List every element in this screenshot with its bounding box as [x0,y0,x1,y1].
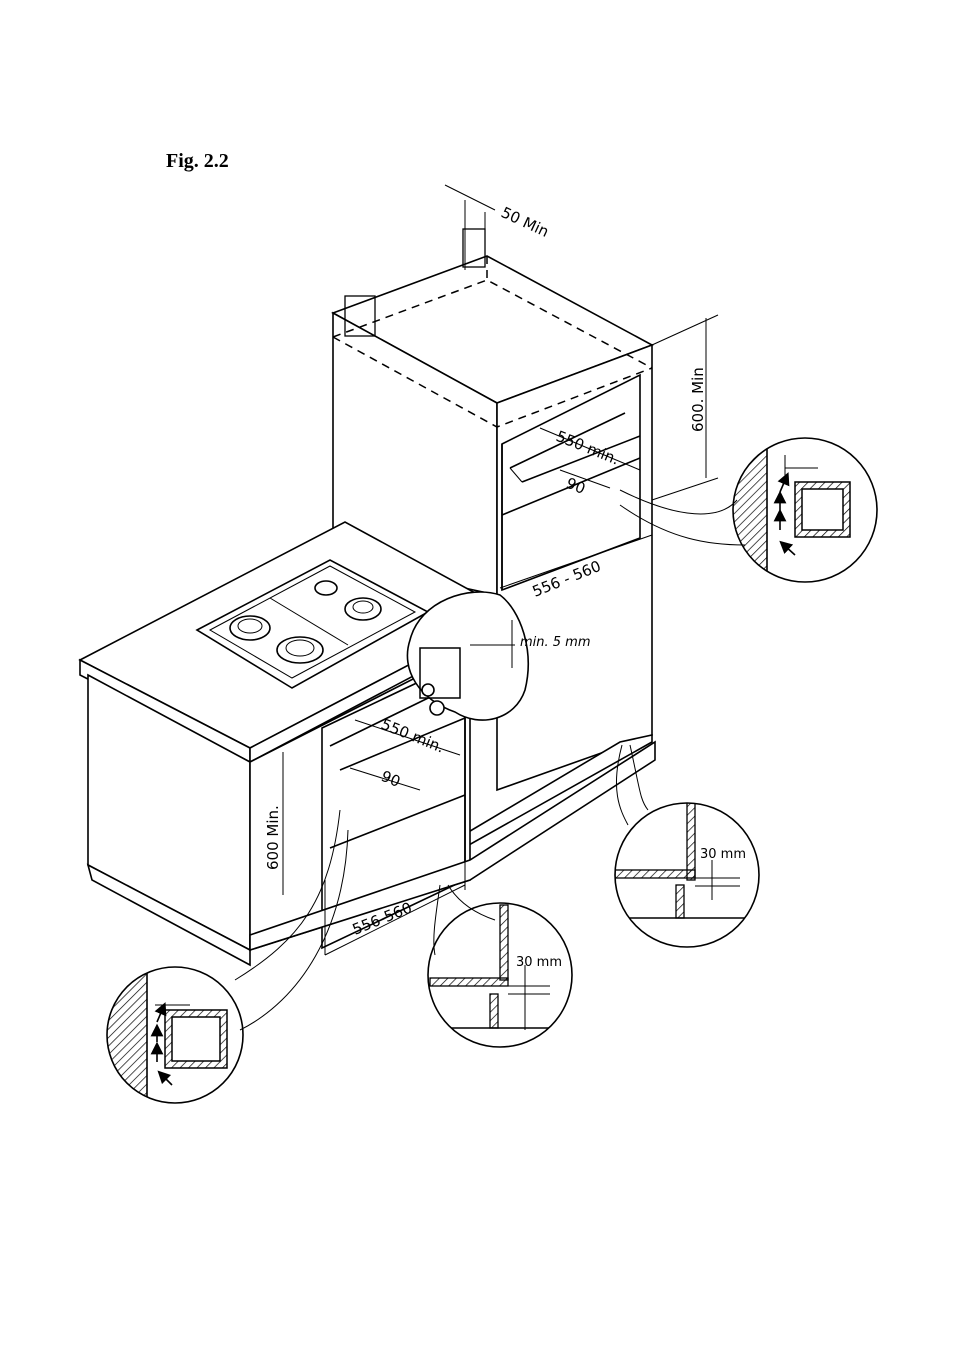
base-vent-label: 90 [379,767,403,791]
hob-gap-label: min. 5 mm [520,635,591,650]
plinth-detail-right: 30 mm [614,744,760,948]
top-clearance-label: 50 Min [498,203,551,241]
plinth-gap-left-label: 30 mm [516,955,562,970]
column-height-label: 600. Min [689,367,707,432]
vent-detail-base [106,809,349,1104]
burner-front-left [276,636,324,664]
tall-column-cabinet [331,255,654,792]
base-height-label: 600 Min. [264,805,282,870]
vent-detail-column [619,437,878,583]
burner-rear-right [314,580,338,596]
burner-rear-left [229,615,271,641]
burner-front-right [344,597,382,621]
plinth-gap-right-label: 30 mm [700,847,746,862]
plinth-detail-left: 30 mm [427,884,573,1048]
column-vent-label: 90 [564,474,588,498]
hob-gap-detail: min. 5 mm [406,591,591,721]
figure-title: Fig. 2.2 [166,150,229,172]
column-height-dimension: 600. Min [651,314,719,501]
